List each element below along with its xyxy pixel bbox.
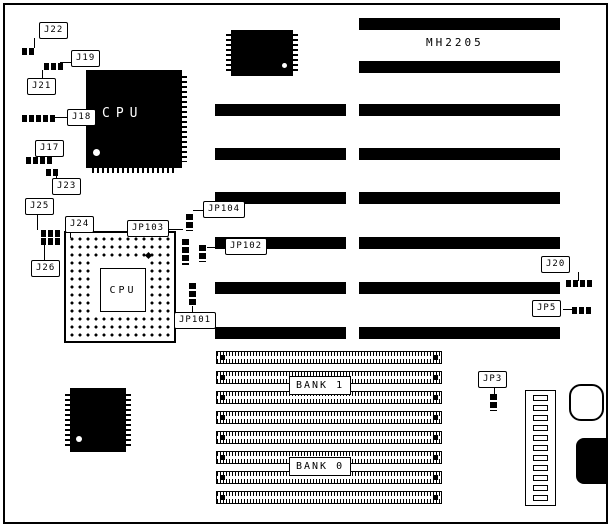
model-number: MH2205 bbox=[426, 36, 484, 49]
label-jp104: JP104 bbox=[203, 201, 246, 218]
power-pin bbox=[533, 475, 548, 481]
jumper-j23 bbox=[46, 169, 58, 176]
jumper-jp3 bbox=[490, 394, 497, 411]
pin1-dot bbox=[93, 149, 100, 156]
cpu-socket: CPU bbox=[64, 231, 176, 343]
bank1-label: BANK 1 bbox=[289, 376, 352, 395]
isa-slot bbox=[359, 327, 560, 339]
din-connector bbox=[576, 438, 607, 484]
isa-slot-extension bbox=[215, 104, 346, 116]
pin1-dot bbox=[76, 436, 82, 442]
isa-slot-extension bbox=[215, 192, 346, 204]
qfp-cpu-label: CPU bbox=[102, 106, 144, 121]
pin1-dot bbox=[282, 63, 287, 68]
isa-slot bbox=[359, 148, 560, 160]
leader-line bbox=[42, 70, 43, 79]
leader-line bbox=[60, 62, 71, 63]
leader-line bbox=[207, 247, 226, 248]
power-pin bbox=[533, 485, 548, 491]
label-jp103: JP103 bbox=[127, 220, 170, 237]
simm-slot bbox=[216, 351, 442, 364]
isa-slot bbox=[359, 61, 560, 73]
label-jp3: JP3 bbox=[478, 371, 508, 388]
chip-pins bbox=[293, 34, 298, 72]
leader-line bbox=[44, 245, 45, 260]
jumper-jp101 bbox=[189, 283, 196, 307]
ic-chip bbox=[231, 30, 293, 76]
label-jp102: JP102 bbox=[225, 238, 268, 255]
jumper-j19-j21 bbox=[44, 63, 63, 70]
jumper-j18 bbox=[22, 115, 55, 122]
power-connector bbox=[525, 390, 556, 506]
isa-slot bbox=[359, 104, 560, 116]
jumper-jp5 bbox=[572, 307, 591, 314]
power-pin bbox=[533, 395, 548, 401]
power-pin bbox=[533, 425, 548, 431]
power-pin bbox=[533, 465, 548, 471]
label-jp101: JP101 bbox=[174, 312, 217, 329]
leader-line bbox=[494, 387, 495, 395]
simm-slot bbox=[216, 431, 442, 444]
chip-pins bbox=[65, 394, 70, 446]
leader-line bbox=[56, 174, 57, 179]
isa-slot-extension bbox=[215, 282, 346, 294]
bank0-label: BANK 0 bbox=[289, 457, 352, 476]
power-pin bbox=[533, 445, 548, 451]
label-jp5: JP5 bbox=[532, 300, 562, 317]
label-j24: J24 bbox=[65, 216, 95, 233]
jumper-jp102 bbox=[199, 245, 206, 262]
label-j21: J21 bbox=[27, 78, 57, 95]
leader-line bbox=[193, 210, 204, 211]
leader-line bbox=[169, 229, 183, 230]
jumper-j20 bbox=[566, 280, 592, 287]
isa-slot bbox=[359, 18, 560, 30]
leader-line bbox=[563, 309, 573, 310]
isa-slot bbox=[359, 282, 560, 294]
isa-slot bbox=[359, 237, 560, 249]
power-pin bbox=[533, 435, 548, 441]
power-pin bbox=[533, 405, 548, 411]
power-pin bbox=[533, 455, 548, 461]
cpu-socket-label-box: CPU bbox=[100, 268, 146, 312]
qfp-cpu-chip: CPU bbox=[86, 70, 182, 168]
isa-slot-extension bbox=[215, 148, 346, 160]
label-j20: J20 bbox=[541, 256, 571, 273]
leader-line bbox=[192, 306, 193, 313]
jumper-j26 bbox=[41, 238, 60, 245]
jumper-jp104 bbox=[186, 214, 193, 231]
label-j25: J25 bbox=[25, 198, 55, 215]
leader-line bbox=[578, 272, 579, 281]
simm-slot bbox=[216, 411, 442, 424]
jumper-j22 bbox=[22, 48, 34, 55]
isa-slot bbox=[359, 192, 560, 204]
pga-cpu-label: CPU bbox=[109, 284, 137, 296]
leader-line bbox=[70, 232, 71, 238]
leader-line bbox=[34, 38, 35, 48]
chip-pins bbox=[226, 34, 231, 72]
ic-chip bbox=[70, 388, 126, 452]
label-j22: J22 bbox=[39, 22, 69, 39]
jumper-j17 bbox=[26, 157, 52, 164]
diagram-border bbox=[3, 3, 608, 524]
leader-line bbox=[40, 155, 41, 159]
jumper-j24-j25 bbox=[41, 230, 60, 237]
label-j17: J17 bbox=[35, 140, 65, 157]
keyboard-connector bbox=[569, 384, 604, 421]
label-j23: J23 bbox=[52, 178, 82, 195]
isa-slot-extension bbox=[215, 327, 346, 339]
jumper-jp103 bbox=[182, 239, 189, 265]
label-j18: J18 bbox=[67, 109, 97, 126]
label-j19: J19 bbox=[71, 50, 101, 67]
simm-slot bbox=[216, 491, 442, 504]
leader-line bbox=[55, 117, 67, 118]
chip-pins bbox=[92, 168, 176, 173]
power-pin bbox=[533, 415, 548, 421]
power-pin bbox=[533, 495, 548, 501]
label-j26: J26 bbox=[31, 260, 61, 277]
chip-pins bbox=[182, 76, 187, 162]
leader-line bbox=[37, 214, 38, 230]
chip-pins bbox=[126, 394, 131, 446]
socket-pin1-marker bbox=[144, 251, 153, 260]
